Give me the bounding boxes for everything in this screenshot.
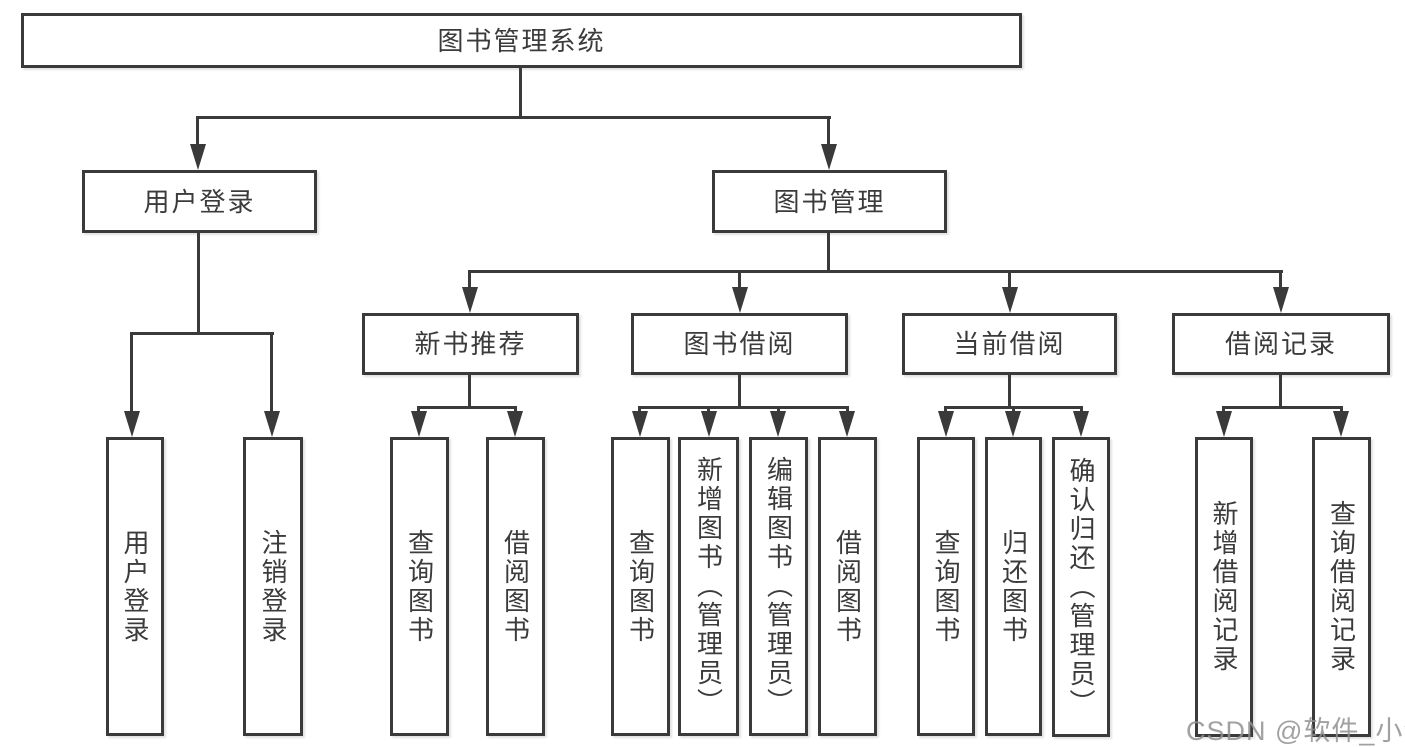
- node-root-library-system: 图书管理系统: [21, 13, 1022, 68]
- connector-rail-root: [197, 116, 831, 119]
- arrow-down-icon: [462, 287, 478, 313]
- connector-stem-user-login: [197, 233, 200, 335]
- connector-drop-leaf: [270, 332, 273, 413]
- node-borrow-records: 借阅记录: [1172, 313, 1390, 375]
- node-label: 查询图书: [931, 528, 961, 645]
- arrow-down-icon: [1333, 411, 1349, 437]
- leaf-query-borrow-record: 查询借阅记录: [1312, 437, 1371, 737]
- connector-stem-book-mgmt: [827, 233, 830, 272]
- arrow-down-icon: [701, 411, 717, 437]
- connector-rail-user-login: [130, 332, 274, 335]
- leaf-edit-books-admin: 编辑图书（管理员）: [749, 437, 808, 736]
- node-label: 查询图书: [404, 528, 435, 645]
- connector-drop-level3: [738, 270, 741, 289]
- leaf-query-books-current: 查询图书: [917, 437, 975, 736]
- arrow-down-icon: [411, 411, 427, 437]
- connector-stem-recommend: [468, 375, 471, 409]
- node-new-book-recommend: 新书推荐: [362, 313, 579, 375]
- leaf-borrow-books: 借阅图书: [818, 437, 877, 736]
- node-label: 新增借阅记录: [1209, 500, 1239, 674]
- arrow-down-icon: [938, 411, 954, 437]
- arrow-down-icon: [1273, 287, 1289, 313]
- connector-drop-leaf: [707, 406, 710, 414]
- connector-drop-leaf: [514, 406, 517, 414]
- connector-drop-leaf: [130, 332, 133, 413]
- node-label: 注销登录: [258, 528, 288, 645]
- arrow-down-icon: [821, 144, 837, 170]
- leaf-return-books: 归还图书: [985, 437, 1042, 736]
- node-label: 新增图书（管理员）: [693, 456, 724, 717]
- node-user-login: 用户登录: [82, 170, 317, 233]
- connector-drop-level3: [468, 270, 471, 289]
- arrow-down-icon: [770, 411, 786, 437]
- arrow-down-icon: [1073, 411, 1089, 437]
- connector-rail-recommend: [417, 406, 517, 409]
- arrow-down-icon: [507, 411, 523, 437]
- node-book-borrow: 图书借阅: [631, 313, 848, 375]
- node-label: 查询图书: [625, 528, 656, 645]
- connector-drop-user-login: [196, 116, 199, 146]
- connector-stem-current: [1008, 375, 1011, 409]
- node-label: 用户登录: [120, 528, 150, 645]
- arrow-down-icon: [124, 411, 140, 437]
- connector-drop-leaf: [944, 406, 947, 414]
- leaf-confirm-return-admin: 确认归还（管理员）: [1052, 437, 1110, 737]
- node-label: 图书借阅: [683, 329, 796, 359]
- node-label: 新书推荐: [414, 329, 527, 359]
- node-label: 查询借阅记录: [1326, 500, 1357, 674]
- connector-drop-level3: [1008, 270, 1011, 289]
- connector-drop-leaf: [638, 406, 641, 414]
- leaf-user-login: 用户登录: [106, 437, 164, 736]
- connector-drop-leaf: [417, 406, 420, 414]
- leaf-borrow-books-recommend: 借阅图书: [486, 437, 545, 736]
- node-label: 用户登录: [143, 186, 256, 217]
- connector-rail-book-mgmt: [468, 270, 1283, 273]
- leaf-query-books-borrow: 查询图书: [611, 437, 670, 736]
- leaf-query-books-recommend: 查询图书: [390, 437, 449, 736]
- node-book-management: 图书管理: [712, 170, 947, 233]
- connector-drop-leaf: [1222, 406, 1225, 414]
- arrow-down-icon: [1216, 411, 1232, 437]
- connector-drop-leaf: [846, 406, 849, 414]
- node-label: 当前借阅: [953, 329, 1066, 359]
- arrow-down-icon: [732, 287, 748, 313]
- node-label: 图书管理系统: [437, 25, 606, 56]
- connector-drop-level3: [1279, 270, 1282, 289]
- connector-drop-leaf: [777, 406, 780, 414]
- connector-stem-borrow: [738, 375, 741, 409]
- node-label: 借阅记录: [1224, 329, 1337, 359]
- leaf-add-borrow-record: 新增借阅记录: [1195, 437, 1253, 737]
- leaf-logout: 注销登录: [243, 437, 303, 736]
- connector-drop-leaf: [1080, 406, 1083, 414]
- arrow-down-icon: [1002, 287, 1018, 313]
- connector-drop-book-mgmt: [827, 116, 830, 146]
- connector-drop-leaf: [1012, 406, 1015, 414]
- node-label: 归还图书: [998, 528, 1029, 645]
- node-label: 编辑图书（管理员）: [763, 456, 794, 717]
- connector-stem-root: [519, 68, 522, 118]
- arrow-down-icon: [190, 144, 206, 170]
- node-current-borrow: 当前借阅: [902, 313, 1117, 375]
- csdn-watermark: CSDN @软件_小贺同学: [1186, 716, 1405, 746]
- connector-rail-records: [1222, 406, 1343, 409]
- connector-drop-leaf: [1340, 406, 1343, 414]
- arrow-down-icon: [632, 411, 648, 437]
- arrow-down-icon: [264, 411, 280, 437]
- arrow-down-icon: [839, 411, 855, 437]
- node-label: 借阅图书: [832, 528, 863, 645]
- leaf-add-books-admin: 新增图书（管理员）: [678, 437, 739, 736]
- arrow-down-icon: [1005, 411, 1021, 437]
- connector-rail-borrow: [638, 406, 849, 409]
- node-label: 确认归还（管理员）: [1066, 456, 1096, 718]
- connector-stem-records: [1279, 375, 1282, 409]
- node-label: 借阅图书: [500, 528, 531, 645]
- node-label: 图书管理: [773, 186, 886, 217]
